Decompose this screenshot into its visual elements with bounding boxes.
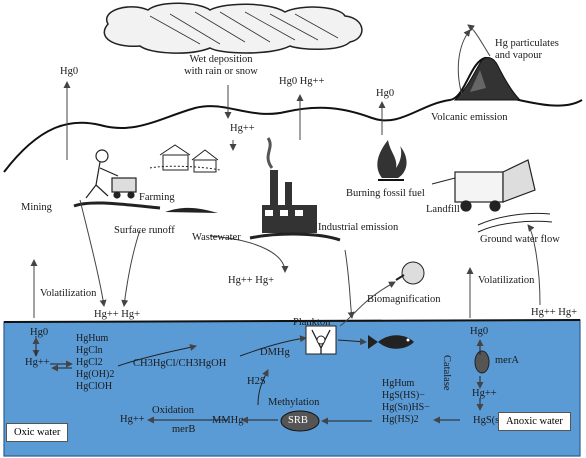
hg0-volcano-label: Hg0	[376, 88, 395, 99]
miner-icon	[85, 149, 137, 199]
left-species-item: HgClOH	[76, 381, 113, 392]
methyl-species-label: CH3HgCl/CH3HgOH	[133, 358, 227, 369]
left-species-item: HgHum	[76, 333, 109, 344]
plankton-label: Plankton	[293, 317, 331, 328]
right-species-list: HgHum HgS(HS)− Hg(Sn)HS− Hg(HS)2	[382, 378, 430, 426]
farming-label: Farming	[139, 192, 175, 203]
mining-ground	[73, 201, 161, 210]
landfill-label: Landfill	[426, 204, 460, 215]
fish-icon	[368, 335, 414, 349]
srb-label: SRB	[288, 415, 308, 426]
industrial-emission-label: Industrial emission	[318, 222, 399, 233]
hg-particulates-label: Hg particulates and vapour	[495, 38, 559, 62]
merb-label: merB	[172, 424, 196, 435]
right-species-item: Hg(HS)2	[382, 414, 419, 425]
right-species-item: HgS(HS)−	[382, 390, 425, 401]
hgpp-mid-label: Hg++	[230, 123, 255, 134]
surface-runoff-label: Surface runoff	[114, 225, 175, 236]
oxic-water-box: Oxic water	[6, 423, 69, 442]
cloud-icon	[103, 2, 363, 54]
hgpp-hgp-right-label: Hg++ Hg+	[531, 307, 578, 318]
water-surface-line	[3, 319, 581, 323]
biomagnification-label: Biomagnification	[367, 294, 441, 305]
hgs-label: HgS(s)	[473, 415, 503, 426]
burning-fossil-fuel-label: Burning fossil fuel	[346, 188, 425, 199]
h2s-label: H2S	[247, 376, 266, 387]
catalase-label: Catalase	[441, 355, 452, 391]
factory-icon	[262, 137, 317, 233]
microbe-icon	[474, 350, 490, 374]
left-species-item: HgCln	[76, 345, 103, 356]
hg0-left-label: Hg0	[60, 66, 79, 77]
left-species-item: HgCl2	[76, 357, 103, 368]
volatilization-right-label: Volatilization	[478, 275, 535, 286]
hgpp-hgp-center-label: Hg++ Hg+	[228, 275, 275, 286]
mera-label: merA	[495, 355, 519, 366]
volcano-icon	[453, 57, 522, 101]
truck-icon	[431, 159, 536, 212]
methylation-label: Methylation	[268, 397, 320, 408]
right-species-item: Hg(Sn)HS−	[382, 402, 430, 413]
hgpp-hgp-left-label: Hg++ Hg+	[94, 309, 141, 320]
left-species-list: HgHum HgCln HgCl2 Hg(OH)2 HgClOH	[76, 333, 114, 393]
volcanic-emission-label: Volcanic emission	[431, 112, 508, 123]
right-hgpp-label: Hg++	[472, 388, 497, 399]
hg0-hgpp-top-label: Hg0 Hg++	[279, 76, 325, 87]
bird-icon	[395, 261, 425, 285]
anoxic-water-box: Anoxic water	[498, 412, 571, 431]
ground-water-flow-label: Ground water flow	[480, 234, 560, 245]
farm-icon	[149, 144, 221, 173]
volatilization-left-label: Volatilization	[40, 288, 97, 299]
oxidation-label: Oxidation	[152, 405, 194, 416]
mining-label: Mining	[21, 202, 52, 213]
wet-deposition-label: Wet deposition with rain or snow	[184, 54, 258, 78]
mmhg-label: MMHg	[212, 415, 244, 426]
srb-cell	[280, 410, 320, 432]
left-species-item: Hg(OH)2	[76, 369, 115, 380]
dmhg-label: DMHg	[260, 347, 290, 358]
left-hgpp-label: Hg++	[25, 357, 50, 368]
right-hg0-label: Hg0	[470, 326, 489, 337]
right-species-item: HgHum	[382, 378, 415, 389]
left-hg0-label: Hg0	[30, 327, 49, 338]
wastewater-label: Wastewater	[192, 232, 241, 243]
plankton-icon	[305, 325, 337, 355]
fire-icon	[377, 140, 407, 181]
hgpp-bottom-label: Hg++	[120, 414, 145, 425]
